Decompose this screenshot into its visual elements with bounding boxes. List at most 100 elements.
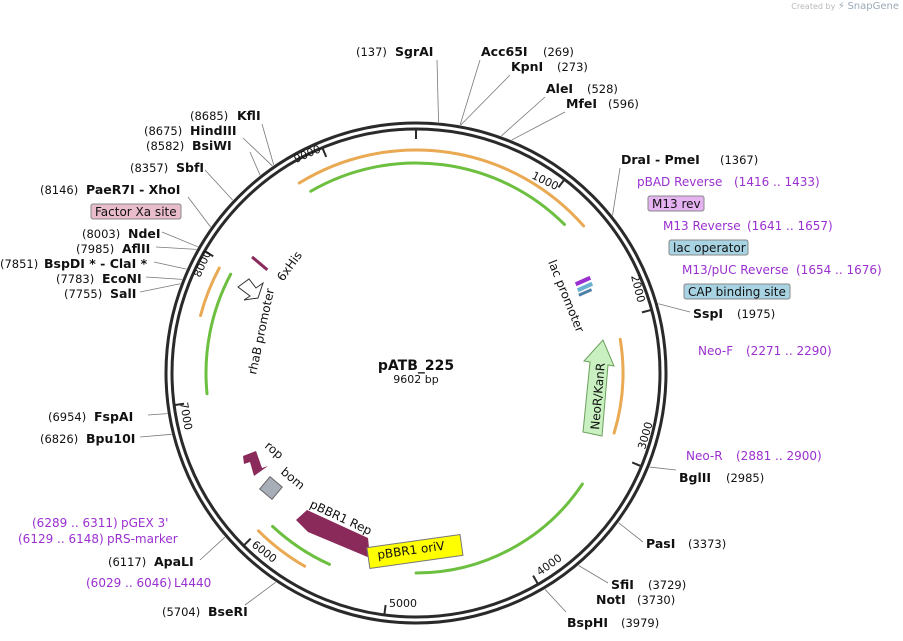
leader-xhoi (187, 196, 211, 228)
cap-binding-site-label: CAP binding site (688, 285, 786, 299)
enzyme-name-bglii: BglII (679, 470, 711, 485)
enzyme-pos-kpni: (273) (557, 60, 588, 74)
enzyme-pos-mfei: (596) (608, 97, 639, 111)
snapgene-credit: Created by ⚡ SnapGene (791, 1, 899, 12)
leader-bpu10i (139, 433, 172, 438)
enzyme-pos-sfii: (3729) (648, 578, 686, 592)
enzyme-name-fspai: FspAI (94, 409, 133, 424)
enzyme-name-aflii: AflII (122, 241, 150, 256)
rop-label: rop (262, 439, 286, 462)
enzyme-name-apali: ApaLI (154, 554, 194, 569)
leader-bseri (244, 581, 276, 606)
ruler-tick-4000 (532, 575, 539, 585)
enzyme-pos-econi: (7783) (56, 272, 94, 286)
lac-operator-box[interactable] (668, 239, 749, 256)
primer-name-neo-f: Neo-F (698, 344, 733, 358)
ruler-tick-2000 (641, 308, 652, 314)
enzyme-pos-bseri: (5704) (162, 605, 200, 619)
enzyme-name-sbfi: SbfI (176, 160, 204, 175)
primer-range-neo-f: (2271 .. 2290) (746, 344, 832, 358)
plasmid-length: 9602 bp (393, 373, 438, 386)
m13-rev-box[interactable] (647, 195, 705, 212)
enzyme-name-bpu10i: Bpu10I (86, 431, 135, 446)
leader-mfei (511, 111, 566, 141)
primer-name-pgex3: pGEX 3' (121, 516, 168, 530)
enzyme-name-bsphi: BspHI (567, 615, 608, 630)
orf-arc-right-orange (612, 337, 625, 435)
primer-range-m13-reverse: (1641 .. 1657) (747, 219, 833, 233)
ruler-tick-6000 (242, 537, 252, 547)
leader-sali (139, 283, 181, 293)
enzyme-pos-bpu10i: (6826) (40, 432, 78, 446)
ruler-tick-5000 (383, 604, 387, 616)
lac-glyphs (574, 275, 594, 297)
pbbr1-rep-feature[interactable] (296, 510, 370, 558)
leader-aflii (155, 246, 197, 250)
m13-rev-label: M13 rev (652, 197, 701, 211)
factor-xa-site-label: Factor Xa site (95, 205, 177, 219)
plasmid-name: pATB_225 (378, 358, 454, 374)
orf-arc-left-orange (199, 266, 221, 318)
leader-sfii (578, 565, 609, 584)
pbbr1-oriv-feature[interactable] (366, 534, 464, 570)
primer-name-pbad-reverse: pBAD Reverse (637, 175, 722, 189)
cap-binding-site-box[interactable] (683, 283, 791, 300)
leader-sbfi (204, 169, 233, 201)
enzyme-name-noti: NotI (596, 592, 626, 607)
lac-promoter-label: lac promoter (545, 258, 587, 334)
factor-xa-site-box[interactable] (90, 203, 182, 220)
tick-label-2000: 2000 (628, 274, 647, 304)
enzyme-pos-sgrai: (137) (356, 45, 387, 59)
leader-bspdi (153, 261, 187, 270)
rop-feature[interactable] (243, 451, 268, 476)
enzyme-pos-hindiii: (8675) (144, 124, 182, 138)
ruler-tick-7000 (173, 402, 185, 407)
enzyme-name-alei: AleI (546, 81, 573, 96)
primer-name-m13-reverse: M13 Reverse (663, 219, 741, 233)
primer-name-neo-r: Neo-R (686, 449, 723, 463)
enzyme-name-drai-pmei: DraI - PmeI (621, 152, 700, 167)
ruler-tick-1000 (557, 178, 566, 188)
backbone-outer-ring (164, 121, 668, 625)
enzyme-pos-fspai: (6954) (48, 410, 86, 424)
tick-label-7000: 7000 (177, 401, 195, 431)
orf-arc-bottom-orange (256, 529, 307, 568)
enzyme-pos-aflii: (7985) (76, 242, 114, 256)
primer-range-pbad-reverse: (1416 .. 1433) (734, 175, 820, 189)
enzyme-pos-drai-pmei: (1367) (720, 153, 758, 167)
primer-name-m13-puc-reverse: M13/pUC Reverse (682, 263, 789, 277)
enzyme-name-sfii: SfiI (611, 577, 634, 592)
enzyme-name-pasi: PasI (646, 536, 675, 551)
orf-arc-left-green (204, 272, 233, 396)
enzyme-pos-alei: (528) (587, 82, 618, 96)
orf-arc-top-orange (297, 148, 586, 228)
leader-bsphi (544, 589, 567, 613)
rhab-promoter-arrow[interactable] (237, 278, 264, 301)
rhab-promoter-label: rhaB promoter (245, 287, 277, 375)
primer-name-l4440: L4440 (174, 576, 211, 590)
ruler-tick-8000 (204, 250, 214, 258)
leader-alei (501, 96, 546, 137)
enzyme-pos-bglii: (2985) (726, 471, 764, 485)
six-his-feature[interactable] (251, 255, 269, 271)
tick-label-4000: 4000 (534, 551, 564, 578)
enzyme-pos-acc65i: (269) (543, 45, 574, 59)
enzyme-name-sali: SalI (110, 286, 136, 301)
ruler-tick-3000 (631, 461, 642, 468)
leader-bglii (649, 466, 677, 471)
enzyme-name-acc65i: Acc65I (481, 44, 528, 59)
orf-arc-bottom-left-green (271, 524, 331, 566)
bom-feature[interactable] (259, 476, 283, 500)
snapgene-logo: ⚡ (837, 1, 845, 12)
neo-kanr-feature[interactable] (582, 339, 615, 437)
leader-ndei (161, 231, 199, 248)
enzyme-name-paer7i-xhoi: PaeR7I - XhoI (86, 182, 180, 197)
lac-operator-label: lac operator (673, 241, 746, 255)
enzyme-pos-apali: (6117) (108, 555, 146, 569)
six-his-label: 6xHis (274, 249, 305, 284)
label-leaders (139, 59, 691, 613)
enzyme-pos-pasi: (3373) (688, 537, 726, 551)
enzyme-name-bsiwi: BsiWI (192, 138, 232, 153)
orf-arc-top-green (309, 161, 566, 226)
